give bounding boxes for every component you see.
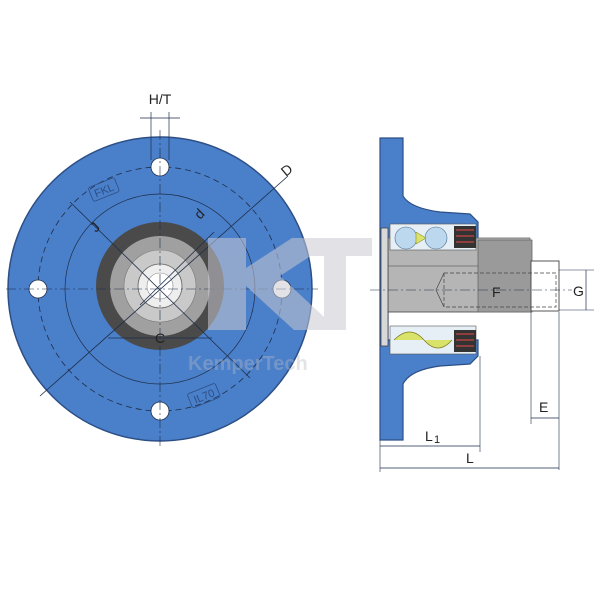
- end-cap: [530, 260, 560, 312]
- hub-stub: [477, 239, 533, 313]
- dimension-line-d: [39, 175, 289, 397]
- label-l1-subscript: 1: [434, 434, 440, 446]
- side-view: G F E L 1 L: [370, 137, 594, 472]
- label-h-t: H/T: [149, 91, 172, 107]
- dimension-line-j: [69, 201, 251, 379]
- bearing-lower: [389, 325, 477, 355]
- watermark-text: KemperTech: [188, 353, 308, 375]
- ball-upper-1: [394, 226, 418, 250]
- label-l1: L: [425, 428, 433, 444]
- bearing-upper: [389, 223, 477, 251]
- cage-lower: [393, 331, 453, 349]
- seal-upper: [454, 226, 476, 248]
- label-d-pitch: D: [278, 161, 296, 180]
- thread-tip: [435, 272, 445, 308]
- label-g: G: [573, 283, 584, 299]
- label-l: L: [466, 450, 474, 466]
- label-e: E: [539, 399, 548, 415]
- end-plate: [380, 227, 389, 347]
- label-c: C: [155, 330, 165, 346]
- front-view: FKL IL70 H/T D J d C: [6, 91, 318, 448]
- dimension-line-bore: [139, 231, 215, 306]
- ball-upper-2: [424, 226, 448, 250]
- watermark: KemperTech: [188, 238, 372, 375]
- watermark-logo: [208, 238, 338, 330]
- seal-lower: [454, 330, 476, 352]
- label-f: F: [492, 284, 501, 300]
